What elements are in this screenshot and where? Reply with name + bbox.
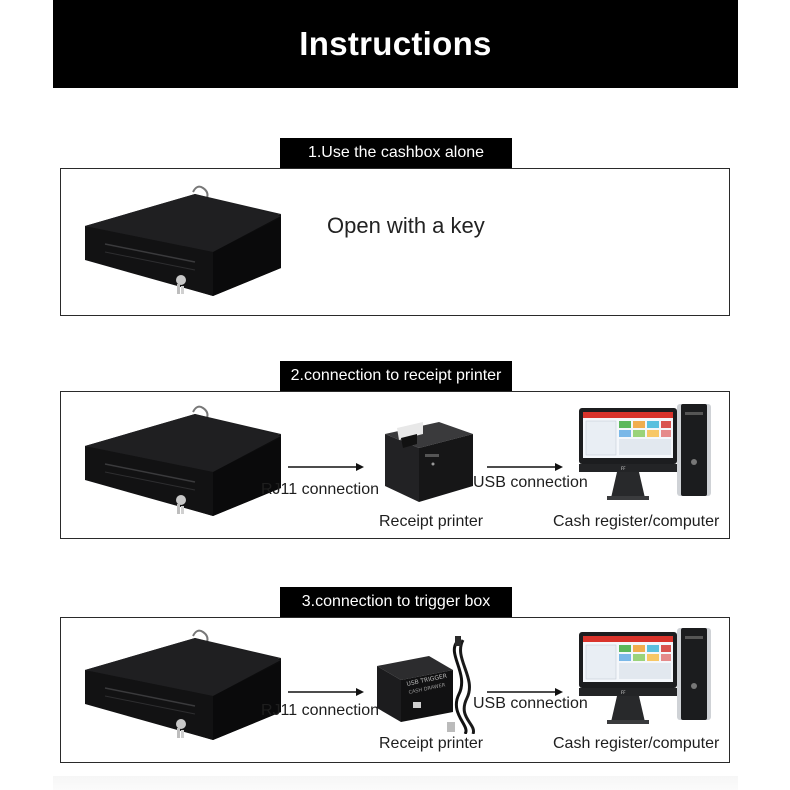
cash-drawer-icon [83,184,283,296]
section-3-label: 3.connection to trigger box [280,587,512,617]
section-1-label-text: 1.Use the cashbox alone [307,144,485,161]
trigger-box-icon [373,634,483,734]
arrow-right-icon [288,687,364,697]
section-3-panel: RJ11 connection Receipt printer USB conn… [60,617,730,763]
receipt-printer-label: Receipt printer [379,513,484,530]
header-band: Instructions [53,0,738,88]
usb-connection-label: USB connection [473,695,588,712]
page-title: Instructions [299,25,492,62]
receipt-printer-label: Receipt printer [379,735,484,752]
cash-register-label: Cash register/computer [553,735,720,752]
cash-drawer-icon [83,404,283,516]
section-2-panel: RJ11 connection Receipt printer USB conn… [60,391,730,539]
section-3-label-text: 3.connection to trigger box [301,593,491,610]
cash-register-label: Cash register/computer [553,513,720,530]
pos-terminal-icon [577,626,717,726]
open-with-key-text: Open with a key [327,213,485,238]
arrow-right-icon [487,687,563,697]
rj11-connection-label: RJ11 connection [261,481,379,498]
usb-connection-label: USB connection [473,474,588,491]
rj11-connection-label: RJ11 connection [261,702,379,719]
pos-terminal-icon [577,402,717,502]
arrow-right-icon [288,462,364,472]
section-1-panel: Open with a key [60,168,730,316]
section-2-label-text: 2.connection to receipt printer [290,367,502,384]
section-2-label: 2.connection to receipt printer [280,361,512,391]
receipt-printer-icon [379,404,479,504]
section-1-label: 1.Use the cashbox alone [280,138,512,168]
arrow-right-icon [487,462,563,472]
cash-drawer-icon [83,628,283,740]
footer-strip [53,776,738,790]
